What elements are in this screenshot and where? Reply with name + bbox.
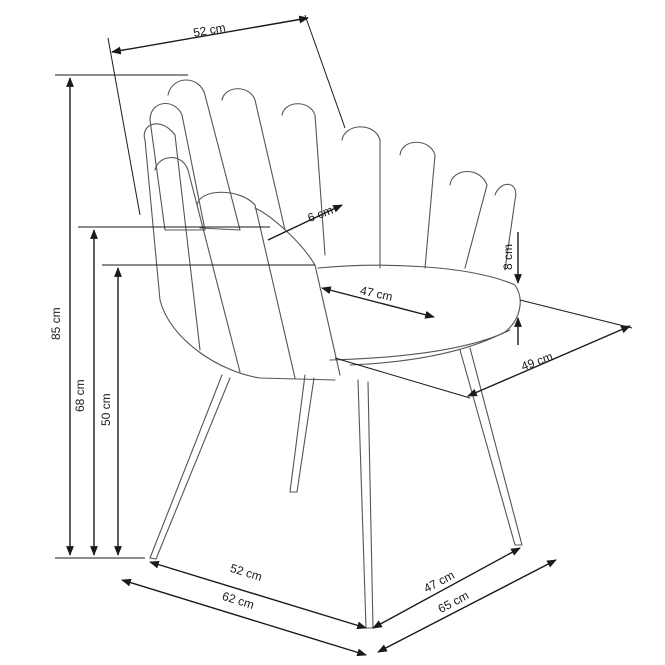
backrest-panel xyxy=(494,183,517,271)
armrest-panel xyxy=(154,157,241,373)
backrest-panel xyxy=(341,126,381,269)
seat-edge xyxy=(329,329,511,361)
backrest-panel xyxy=(149,103,206,231)
chair-illustration xyxy=(143,79,523,629)
armrest-width-label: 6 cm xyxy=(306,203,335,225)
back-right-leg xyxy=(459,347,523,546)
armrest-width-dimension-line xyxy=(267,204,343,241)
dimension-labels: 52 cm 85 cm 68 cm 50 cm 6 cm 47 cm 8 cm … xyxy=(49,20,555,616)
seat-width-dimension-line xyxy=(467,325,631,397)
overall-depth-label: 65 cm xyxy=(436,588,471,616)
total-height-label: 85 cm xyxy=(49,307,63,340)
base-width-label: 52 cm xyxy=(228,561,263,584)
overall-depth-dimension-line xyxy=(377,559,557,653)
backrest-panel xyxy=(167,79,241,231)
armrest-panel xyxy=(196,191,296,379)
top-width-dimension-line xyxy=(111,15,309,55)
seat-depth-label: 47 cm xyxy=(359,283,394,303)
armrest-panel xyxy=(254,207,341,376)
seat-depth-dimension-line xyxy=(321,286,435,319)
seat-cushion xyxy=(317,264,521,366)
backrest-panel xyxy=(449,171,488,269)
backrest-panel xyxy=(399,141,436,269)
seat-width-label: 49 cm xyxy=(519,349,555,373)
dimension-lines xyxy=(55,14,633,657)
overall-width-dimension-line xyxy=(121,578,367,657)
backrest-panel xyxy=(281,103,326,256)
seat-thickness-label: 8 cm xyxy=(501,244,515,270)
armrest-panel xyxy=(143,123,201,351)
armrest-height-label: 68 cm xyxy=(73,379,87,412)
seat-height-label: 50 cm xyxy=(99,393,113,426)
front-right-leg xyxy=(357,379,374,629)
top-width-label: 52 cm xyxy=(192,20,227,39)
back-left-leg xyxy=(289,374,315,493)
front-left-leg xyxy=(149,374,231,560)
backrest-panel xyxy=(221,88,286,231)
armrest-outline xyxy=(144,139,336,381)
